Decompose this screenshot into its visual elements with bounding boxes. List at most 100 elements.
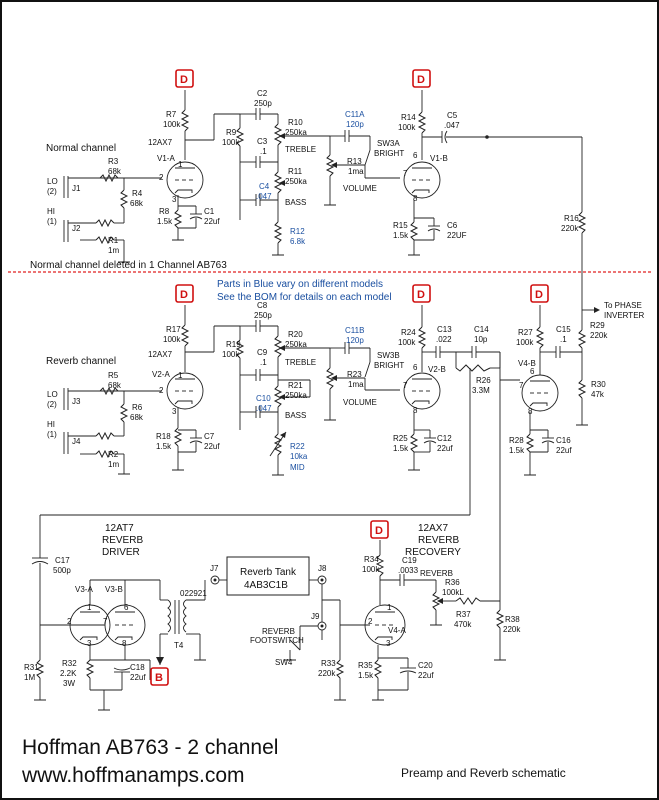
supply-d-marker-5: D [530,284,549,303]
component-label: (2) [47,400,57,409]
component-label: 2 [159,173,164,182]
component-label: R4 [132,189,143,198]
component-label: V1-A [157,154,175,163]
component-label: R8 [159,207,170,216]
component-label: V2-A [152,370,170,379]
component-label: 250p [254,99,272,108]
supply-b-marker: B [150,667,169,686]
component-label: 1.5k [509,446,525,455]
reverb-channel-wiring [40,305,600,516]
component-label: C4 [259,182,270,191]
supply-d-marker-2: D [412,69,431,88]
component-label: 22uf [130,673,146,682]
component-label: .022 [436,335,452,344]
model-variant-labels: C11A120pC4.047R126.8kC11B120pC10.047R221… [256,110,365,472]
component-label: R13 [347,157,362,166]
component-label: R33 [321,659,336,668]
component-label: 22uf [204,217,220,226]
component-label: R26 [476,376,491,385]
component-label: 47k [591,390,605,399]
component-label: 68k [108,167,122,176]
component-label: 100k [362,565,380,574]
driver-label-2: REVERB [102,535,143,546]
tube-v4b [521,374,559,412]
component-label: 12AX7 [148,138,173,147]
component-label: 6 [413,151,418,160]
component-label: C2 [257,89,268,98]
component-label: R2 [108,450,119,459]
component-label: R29 [590,321,605,330]
component-label: 1m [108,460,119,469]
schematic-title: Hoffman AB763 - 2 channel [22,736,278,759]
svg-text:D: D [180,289,188,301]
component-label: 1 [178,160,183,169]
component-label: 2 [67,617,72,626]
recovery-label-2: REVERB [418,535,459,546]
normal-channel-wiring [63,90,587,318]
component-label: R10 [288,118,303,127]
component-label: 100kL [442,588,464,597]
component-label: 250ka [285,177,307,186]
component-label: BRIGHT [374,361,404,370]
phase-inverter-label-1: To PHASE [604,301,642,310]
component-label: V2-B [428,365,446,374]
component-label: R15 [393,221,408,230]
tube-v3b [104,604,146,646]
component-label: 22uf [437,444,453,453]
component-label: 2 [159,386,164,395]
component-label: 1M [24,673,35,682]
recovery-label-1: 12AX7 [418,523,448,534]
component-label: C6 [447,221,458,230]
phase-inverter-label-2: INVERTER [604,311,645,320]
component-label: 250ka [285,340,307,349]
component-label: 3 [172,407,177,416]
component-label: J9 [311,612,320,621]
component-label: R27 [518,328,533,337]
component-label: 6 [124,603,129,612]
component-label: 500p [53,566,71,575]
component-label: R20 [288,330,303,339]
component-label: SW3B [377,351,400,360]
component-label: J1 [72,184,81,193]
svg-text:D: D [417,289,425,301]
component-label: V3-A [75,585,93,594]
component-label: R28 [509,436,524,445]
component-label: 2 [368,617,373,626]
component-label: (2) [47,187,57,196]
component-label: 120p [346,120,364,129]
component-label: 1.5k [393,444,409,453]
tube-v4a [364,604,406,646]
component-label: R5 [108,371,119,380]
component-label: C16 [556,436,571,445]
component-label: C18 [130,663,145,672]
component-label: C3 [257,137,268,146]
component-label: 220k [318,669,336,678]
component-label: R12 [290,227,305,236]
component-label: R22 [290,442,305,451]
component-label: 1 [178,371,183,380]
component-label: VOLUME [343,398,377,407]
component-label: 1ma [348,167,364,176]
component-label: V4-B [518,359,536,368]
component-label: R24 [401,328,416,337]
component-label: J8 [318,564,327,573]
tube-v3a [69,604,111,646]
component-label: C5 [447,111,458,120]
component-label: 22uf [418,671,434,680]
component-label: R17 [166,325,181,334]
component-label: 220k [561,224,579,233]
tube-v2b [403,372,441,410]
reverb-tank-label-2: 4AB3C1B [244,580,288,591]
component-label: 7 [403,169,408,178]
component-label: HI [47,420,55,429]
component-label: J2 [72,224,81,233]
component-label: R19 [226,340,241,349]
component-label: 3 [172,195,177,204]
component-label: 8 [528,407,533,416]
component-label: 7 [403,381,408,390]
component-label: 12AX7 [148,350,173,359]
component-label: 2.2K [60,669,77,678]
component-label: 7 [103,617,108,626]
